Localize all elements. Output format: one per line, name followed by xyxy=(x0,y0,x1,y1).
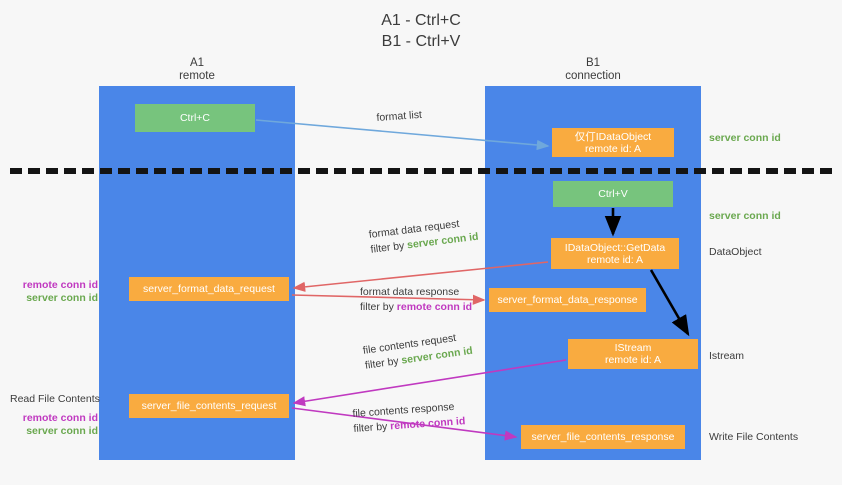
box-server-format-data-response[interactable]: server_format_data_response xyxy=(489,288,646,312)
box-getdata-title: IDataObject::GetData xyxy=(564,241,666,254)
box-istream[interactable]: IStream remote id: A xyxy=(568,339,698,369)
filter-prefix: filter by xyxy=(360,301,397,313)
annotation-conn-ids-upper: remote conn id server conn id xyxy=(10,279,98,305)
box-idataobject-title: 仅仃IDataObject xyxy=(574,130,652,143)
label-format-data-response-filter: filter by remote conn id xyxy=(360,300,472,315)
filter-value-remote-conn-id: remote conn id xyxy=(396,301,473,313)
annotation-remote-conn-id-1: remote conn id xyxy=(22,279,98,291)
box-server-format-data-request-label: server_format_data_request xyxy=(143,283,275,295)
label-format-list: format list xyxy=(376,108,422,126)
lane-header-b1: B1 connection xyxy=(485,57,701,83)
box-ctrl-v-label: Ctrl+V xyxy=(598,188,628,200)
box-getdata-remote-id: remote id: A xyxy=(586,253,644,266)
box-istream-remote-id: remote id: A xyxy=(604,354,662,366)
annotation-server-conn-id-top: server conn id xyxy=(709,132,781,144)
box-idataobject[interactable]: 仅仃IDataObject remote id: A xyxy=(552,128,674,157)
box-idataobject-getdata[interactable]: IDataObject::GetData remote id: A xyxy=(551,238,679,269)
lane-b1-sub: connection xyxy=(565,70,621,82)
filter-prefix: filter by xyxy=(353,420,391,435)
box-ctrl-c[interactable]: Ctrl+C xyxy=(135,104,255,132)
page-title: A1 - Ctrl+C B1 - Ctrl+V xyxy=(0,10,842,52)
annotation-istream: Istream xyxy=(709,350,745,362)
annotation-remote-conn-id-2: remote conn id xyxy=(22,412,98,424)
box-idataobject-remote-id: remote id: A xyxy=(584,142,642,155)
phase-divider xyxy=(10,168,832,174)
label-format-data-response-main: format data response xyxy=(360,286,460,298)
box-server-format-data-request[interactable]: server_format_data_request xyxy=(129,277,289,301)
annotation-dataobject: DataObject xyxy=(709,246,762,258)
title-line-1: A1 - Ctrl+C xyxy=(381,12,461,29)
annotation-server-conn-id-1: server conn id xyxy=(26,292,98,304)
annotation-write-file-contents: Write File Contents xyxy=(709,431,799,443)
label-format-data-response: format data response filter by remote co… xyxy=(360,285,472,315)
box-ctrl-v[interactable]: Ctrl+V xyxy=(553,181,673,207)
box-server-file-contents-request-label: server_file_contents_request xyxy=(141,400,277,412)
filter-value-remote-conn-id: remote conn id xyxy=(389,415,466,433)
label-format-data-request: format data request filter by server con… xyxy=(368,215,479,258)
annotation-read-file-contents: Read File Contents xyxy=(10,393,100,405)
annotation-server-conn-id-mid: server conn id xyxy=(709,210,781,222)
box-server-file-contents-response-label: server_file_contents_response xyxy=(531,431,675,443)
lane-b1-name: B1 xyxy=(585,57,601,69)
annotation-server-conn-id-2: server conn id xyxy=(26,425,98,437)
box-server-file-contents-response[interactable]: server_file_contents_response xyxy=(521,425,685,449)
box-istream-title: IStream xyxy=(614,342,652,354)
box-server-format-data-response-label: server_format_data_response xyxy=(497,294,638,306)
title-line-2: B1 - Ctrl+V xyxy=(381,33,461,50)
filter-prefix: filter by xyxy=(369,239,408,256)
lane-a1-name: A1 xyxy=(189,57,205,69)
filter-prefix: filter by xyxy=(364,354,403,372)
annotation-conn-ids-lower: remote conn id server conn id xyxy=(10,412,98,438)
lane-header-a1: A1 remote xyxy=(99,57,295,83)
box-ctrl-c-label: Ctrl+C xyxy=(179,112,211,124)
lane-a1-sub: remote xyxy=(179,70,215,82)
box-server-file-contents-request[interactable]: server_file_contents_request xyxy=(129,394,289,418)
label-file-contents-response: file contents response filter by remote … xyxy=(352,399,466,437)
label-file-contents-request: file contents request filter by server c… xyxy=(362,329,474,374)
label-format-list-main: format list xyxy=(376,108,423,124)
